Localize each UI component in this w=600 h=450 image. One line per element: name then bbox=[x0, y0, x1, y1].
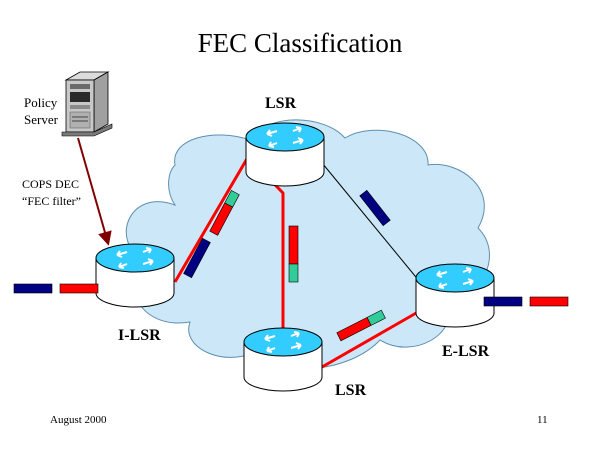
router-icon bbox=[266, 126, 304, 148]
router-bottom bbox=[243, 327, 323, 392]
policy-server-label-line2: Server bbox=[24, 112, 58, 127]
packet-in-red bbox=[59, 283, 99, 294]
router-icon bbox=[436, 267, 474, 289]
page-number: 11 bbox=[537, 414, 548, 426]
packet-out-blue bbox=[483, 296, 523, 307]
router-egress bbox=[415, 263, 495, 328]
policy-server-label-line1: Policy bbox=[24, 95, 58, 110]
slide-title: FEC Classification bbox=[197, 28, 403, 58]
router-ingress-label: I-LSR bbox=[118, 327, 161, 344]
packet-labeled-2 bbox=[288, 225, 299, 283]
packet-labeled-3 bbox=[336, 309, 386, 342]
packet-blue-top-egress bbox=[359, 189, 391, 227]
cops-dec-label: COPS DEC “FEC filter” bbox=[22, 176, 81, 210]
cops-dec-label-line1: COPS DEC bbox=[22, 177, 80, 191]
packet-out-red bbox=[529, 296, 569, 307]
router-icon bbox=[116, 247, 154, 269]
server-icon bbox=[61, 71, 113, 137]
packet-blue-ingress bbox=[183, 237, 211, 279]
lsp-path bbox=[173, 155, 419, 369]
router-icon bbox=[264, 331, 302, 353]
router-top bbox=[245, 122, 325, 187]
cops-dec-label-line2: “FEC filter” bbox=[22, 194, 81, 208]
policy-server-label: Policy Server bbox=[24, 94, 58, 128]
link-top-to-egress bbox=[317, 157, 421, 283]
packet-in-blue bbox=[13, 283, 53, 294]
footer-date: August 2000 bbox=[50, 414, 107, 426]
router-egress-label: E-LSR bbox=[442, 343, 490, 360]
router-top-label: LSR bbox=[265, 95, 297, 112]
router-bottom-label: LSR bbox=[335, 382, 367, 399]
cops-arrow bbox=[77, 137, 112, 246]
packet-labeled-1 bbox=[209, 190, 240, 236]
router-ingress bbox=[95, 243, 175, 308]
